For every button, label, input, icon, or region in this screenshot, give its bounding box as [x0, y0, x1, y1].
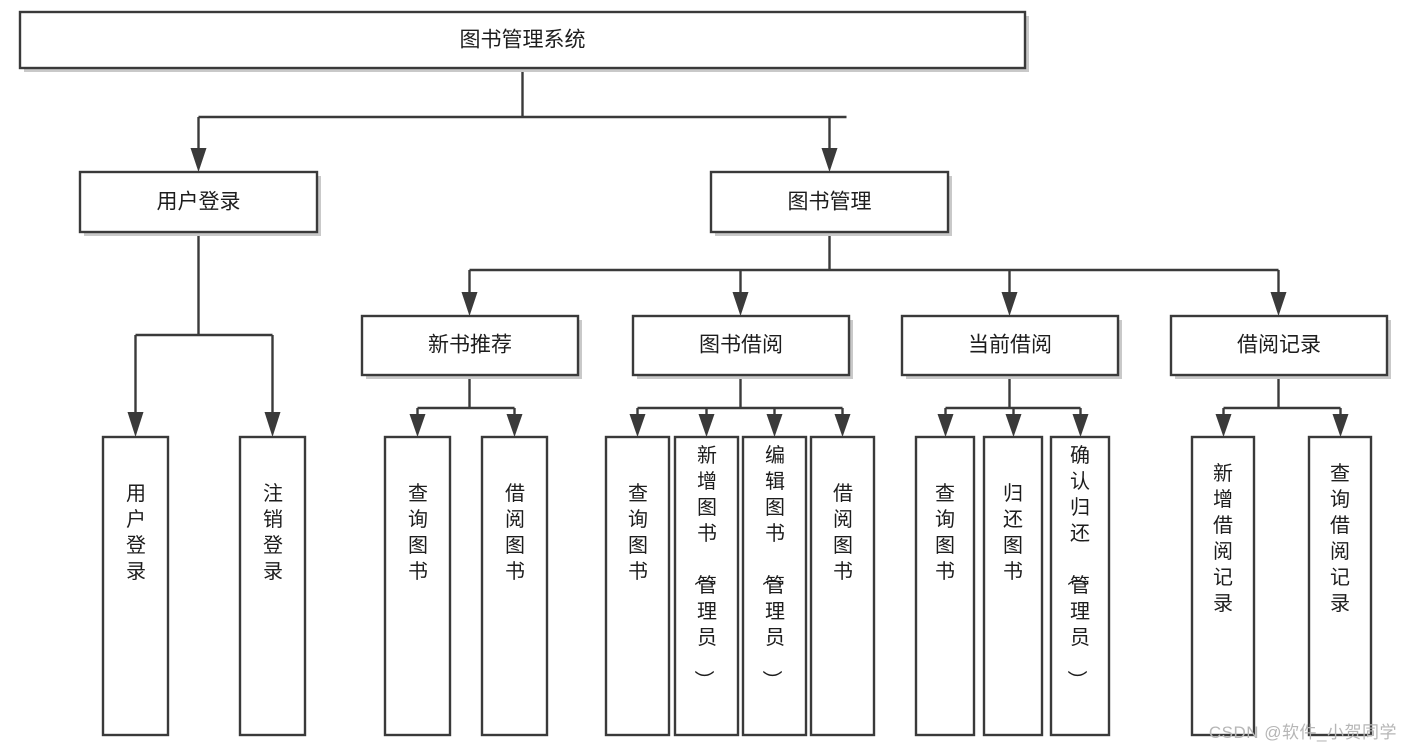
node-user-login-rect: [78, 170, 319, 234]
node-leaf-confirm-return[interactable]: 确认归还（管理员）: [1049, 435, 1111, 737]
node-leaf-query-record-rect: [1307, 435, 1373, 737]
node-borrow-record-rect: [1169, 314, 1389, 377]
node-leaf-borrow-book-2[interactable]: 借阅图书: [809, 435, 876, 737]
node-layer: 图书管理系统 用户登录 图书管理 新书推荐: [18, 10, 1391, 737]
arrowhead-leaf-query-book-1: [409, 414, 426, 437]
arrowhead-book-borrow: [732, 292, 749, 316]
node-leaf-return-book-label: 归还图书: [1003, 482, 1023, 583]
node-leaf-logout-rect: [238, 435, 307, 737]
node-leaf-query-record[interactable]: 查询借阅记录: [1307, 435, 1373, 737]
arrowhead-user-login: [190, 148, 207, 172]
node-leaf-query-book-1-rect: [383, 435, 452, 737]
node-leaf-query-record-label: 查询借阅记录: [1330, 462, 1350, 615]
node-leaf-borrow-book-2-label: 借阅图书: [833, 482, 853, 583]
node-leaf-query-book-2[interactable]: 查询图书: [604, 435, 671, 737]
node-leaf-edit-book-label: 编辑图书（管理员）: [760, 444, 785, 690]
arrowhead-borrow-record: [1270, 292, 1287, 316]
node-leaf-add-record-rect: [1190, 435, 1256, 737]
node-leaf-confirm-return-label: 确认归还（管理员）: [1065, 444, 1090, 690]
node-leaf-logout-label: 注销登录: [263, 482, 283, 583]
arrowhead-new-book-rec: [461, 292, 478, 316]
node-new-book-rec-label: 新书推荐: [428, 334, 512, 357]
node-borrow-record[interactable]: 借阅记录: [1169, 314, 1391, 379]
node-leaf-add-record-label: 新增借阅记录: [1213, 462, 1233, 615]
node-leaf-add-record[interactable]: 新增借阅记录: [1190, 435, 1256, 737]
arrowhead-leaf-return-book: [1005, 414, 1022, 437]
node-leaf-borrow-book-1-rect: [480, 435, 549, 737]
node-leaf-edit-book[interactable]: 编辑图书（管理员）: [741, 435, 808, 737]
node-leaf-user-login-label: 用户登录: [126, 483, 146, 583]
node-leaf-query-book-1-label: 查询图书: [408, 482, 428, 583]
node-leaf-user-login[interactable]: 用户登录: [101, 435, 170, 737]
node-book-borrow[interactable]: 图书借阅: [631, 314, 853, 379]
node-leaf-query-book-2-label: 查询图书: [628, 482, 648, 583]
arrowhead-leaf-confirm-return: [1072, 414, 1089, 437]
node-root-label: 图书管理系统: [460, 29, 586, 52]
arrowhead-leaf-user-login: [127, 412, 144, 437]
node-current-borrow-label: 当前借阅: [968, 334, 1052, 357]
node-book-manage-rect: [709, 170, 950, 234]
node-root[interactable]: 图书管理系统: [18, 10, 1029, 72]
node-leaf-query-book-3-label: 查询图书: [935, 482, 955, 583]
node-book-manage[interactable]: 图书管理: [709, 170, 952, 236]
node-new-book-rec[interactable]: 新书推荐: [360, 314, 582, 379]
node-leaf-logout[interactable]: 注销登录: [238, 435, 307, 737]
node-leaf-query-book-3-rect: [914, 435, 976, 737]
node-book-borrow-rect: [631, 314, 851, 377]
node-leaf-borrow-book-2-rect: [809, 435, 876, 737]
node-current-borrow[interactable]: 当前借阅: [900, 314, 1122, 379]
node-book-manage-label: 图书管理: [788, 191, 872, 214]
node-leaf-edit-book-rect: [741, 435, 808, 737]
node-leaf-user-login-rect: [101, 435, 170, 737]
node-user-login[interactable]: 用户登录: [78, 170, 321, 236]
arrowhead-leaf-edit-book: [766, 414, 783, 437]
node-leaf-borrow-book-1-label: 借阅图书: [505, 482, 525, 583]
node-leaf-query-book-1[interactable]: 查询图书: [383, 435, 452, 737]
arrowhead-current-borrow: [1001, 292, 1018, 316]
node-borrow-record-label: 借阅记录: [1237, 334, 1321, 357]
node-leaf-add-book-label: 新增图书（管理员）: [692, 444, 717, 690]
node-leaf-borrow-book-1[interactable]: 借阅图书: [480, 435, 549, 737]
node-book-borrow-label: 图书借阅: [699, 334, 783, 357]
node-leaf-return-book-rect: [982, 435, 1044, 737]
node-leaf-add-book-rect: [673, 435, 740, 737]
node-user-login-label: 用户登录: [157, 191, 241, 214]
arrowhead-leaf-query-record: [1332, 414, 1349, 437]
node-leaf-query-book-2-rect: [604, 435, 671, 737]
arrowhead-leaf-add-record: [1215, 414, 1232, 437]
node-leaf-confirm-return-rect: [1049, 435, 1111, 737]
arrowhead-leaf-add-book: [698, 414, 715, 437]
node-new-book-rec-rect: [360, 314, 580, 377]
arrowhead-leaf-borrow-book-1: [506, 414, 523, 437]
arrowhead-book-manage: [821, 148, 838, 172]
node-leaf-query-book-3[interactable]: 查询图书: [914, 435, 976, 737]
node-root-rect: [18, 10, 1027, 70]
node-leaf-add-book[interactable]: 新增图书（管理员）: [673, 435, 740, 737]
node-leaf-return-book[interactable]: 归还图书: [982, 435, 1044, 737]
arrowhead-leaf-logout: [264, 412, 281, 437]
arrowhead-leaf-query-book-3: [937, 414, 954, 437]
arrowhead-leaf-borrow-book-2: [834, 414, 851, 437]
connector-layer: [127, 68, 1349, 437]
arrowhead-leaf-query-book-2: [629, 414, 646, 437]
node-current-borrow-rect: [900, 314, 1120, 377]
